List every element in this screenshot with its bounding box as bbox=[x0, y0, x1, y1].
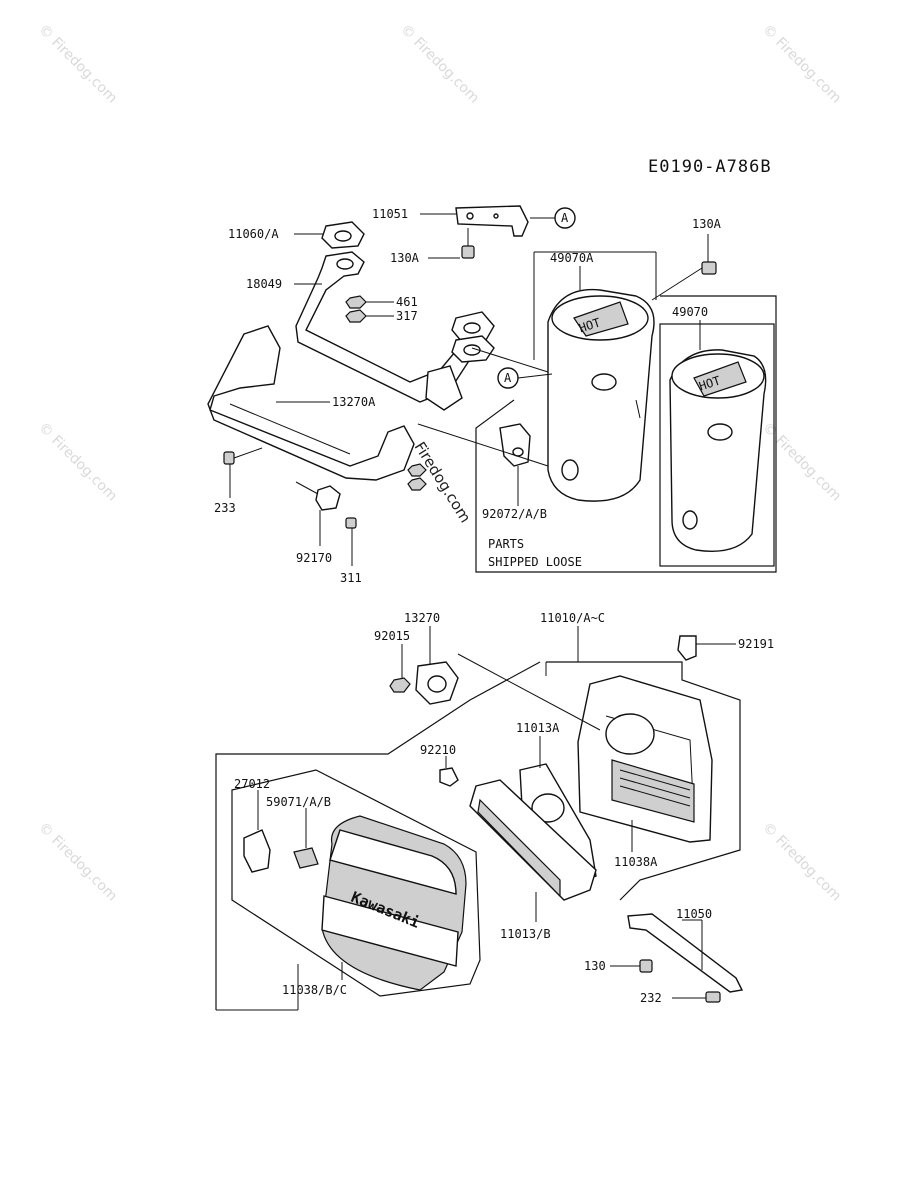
label-130a-2: 130A bbox=[692, 217, 722, 231]
bracket-92191 bbox=[677, 635, 697, 661]
heat-shield-13270a bbox=[207, 325, 415, 481]
muffler-assembly: 11051 A 130A 11060/A 18049 461 317 bbox=[207, 205, 777, 585]
label-92072: 92072/A/B bbox=[482, 507, 547, 521]
air-cleaner-cover-11038: Kawasaki bbox=[321, 815, 467, 991]
bolt-hole bbox=[466, 212, 474, 220]
label-13270a: 13270A bbox=[332, 395, 376, 409]
parts-shipped-loose-box bbox=[475, 295, 777, 573]
muffler-49070a: HOT bbox=[547, 288, 655, 502]
bolt-130a bbox=[461, 245, 475, 259]
label-232: 232 bbox=[640, 991, 662, 1005]
label-311: 311 bbox=[340, 571, 362, 585]
watermark: © Firedog.com bbox=[759, 420, 844, 505]
label-11060: 11060/A bbox=[228, 227, 279, 241]
clamp-92072 bbox=[499, 423, 531, 467]
bracket-11050 bbox=[627, 913, 744, 993]
bolt-130 bbox=[639, 959, 653, 973]
nut-92015 bbox=[389, 677, 411, 693]
label-49070a: 49070A bbox=[550, 251, 594, 265]
ref-mark-a-label: A bbox=[561, 211, 569, 225]
watermark: © Firedog.com bbox=[35, 22, 120, 107]
label-11038a: 11038A bbox=[614, 855, 658, 869]
clip-92210 bbox=[439, 767, 459, 787]
label-130: 130 bbox=[584, 959, 606, 973]
label-49070: 49070 bbox=[672, 305, 708, 319]
note-line-1: PARTS bbox=[488, 537, 524, 551]
label-11038: 11038/B/C bbox=[282, 983, 347, 997]
label-11051: 11051 bbox=[372, 207, 408, 221]
label-130a-1: 130A bbox=[390, 251, 420, 265]
drawing-code: E0190-A786B bbox=[648, 157, 772, 177]
label-317: 317 bbox=[396, 309, 418, 323]
watermark: © Firedog.com bbox=[35, 820, 120, 905]
ref-mark-a bbox=[554, 207, 576, 229]
watermark: © Firedog.com bbox=[397, 22, 482, 107]
latch-27012 bbox=[243, 829, 271, 873]
note-line-2: SHIPPED LOOSE bbox=[488, 555, 582, 569]
muffler-hot-label: HOT bbox=[577, 315, 602, 335]
muffler-49070: HOT bbox=[669, 349, 767, 552]
label-27012: 27012 bbox=[234, 777, 270, 791]
nut-461 bbox=[345, 295, 367, 309]
label-11013b: 11013/B bbox=[500, 927, 551, 941]
watermark: © Firedog.com bbox=[35, 420, 120, 505]
label-92015: 92015 bbox=[374, 629, 410, 643]
muffler-49070-frame bbox=[659, 323, 775, 567]
label-18049: 18049 bbox=[246, 277, 282, 291]
muffler-hot-label: HOT bbox=[697, 373, 722, 393]
bolt-hole bbox=[493, 213, 499, 219]
label-11013a: 11013A bbox=[516, 721, 560, 735]
nut-311 bbox=[345, 517, 357, 529]
bracket-11051 bbox=[455, 205, 529, 237]
ref-mark-a-label: A bbox=[504, 371, 512, 385]
label-11050: 11050 bbox=[676, 907, 712, 921]
bolt-130a-2 bbox=[701, 261, 717, 275]
pipe-joint bbox=[425, 365, 463, 411]
cover-frame bbox=[215, 661, 541, 1010]
paper-filter-11013b bbox=[469, 779, 597, 901]
label-233: 233 bbox=[214, 501, 236, 515]
clamp-92170 bbox=[315, 485, 341, 511]
air-cleaner-assembly: 13270 92015 11010/A~C 92191 11038A bbox=[215, 611, 774, 1011]
clip-59071 bbox=[293, 847, 319, 869]
label-92191: 92191 bbox=[738, 637, 774, 651]
label-461: 461 bbox=[396, 295, 418, 309]
label-92210: 92210 bbox=[420, 743, 456, 757]
label-59071: 59071/A/B bbox=[266, 795, 331, 809]
nut-317 bbox=[345, 309, 367, 323]
bolt-232 bbox=[705, 991, 721, 1003]
watermark: © Firedog.com bbox=[759, 22, 844, 107]
watermark: © Firedog.com bbox=[759, 820, 844, 905]
air-cleaner-base-11010 bbox=[577, 675, 713, 843]
label-13270: 13270 bbox=[404, 611, 440, 625]
bolt-233 bbox=[223, 451, 235, 465]
label-92170: 92170 bbox=[296, 551, 332, 565]
label-11010: 11010/A~C bbox=[540, 611, 605, 625]
